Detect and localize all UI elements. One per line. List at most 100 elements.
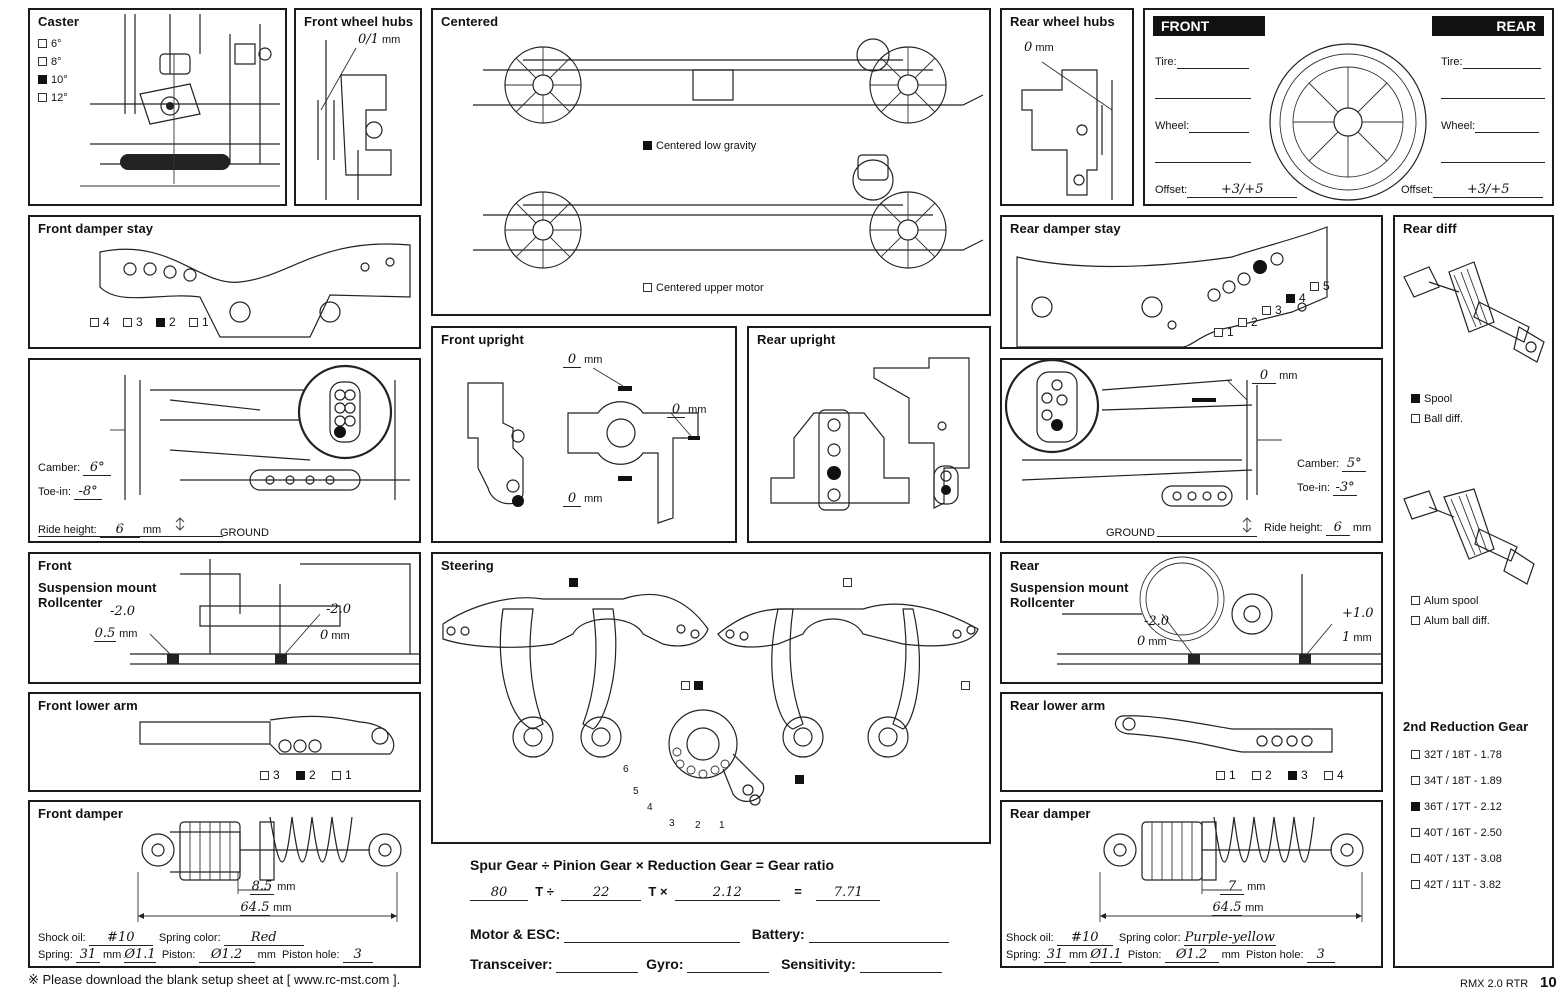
- caster-checkbox[interactable]: [38, 75, 47, 84]
- rear-damper-stay-checkbox[interactable]: [1310, 282, 1319, 291]
- steering-position-number: 1: [719, 820, 725, 831]
- front-alignment-panel: Camber: 6° Toe-in: -8° Ride height: 6 mm…: [28, 358, 421, 543]
- front-lower-arm-checkbox[interactable]: [296, 771, 305, 780]
- diff-checkbox[interactable]: [1411, 414, 1420, 423]
- rear-wheel-row: Wheel:: [1441, 120, 1540, 133]
- caster-title: Caster: [38, 14, 80, 29]
- diff-checkbox[interactable]: [1411, 616, 1420, 625]
- rear-damper-stay-checkbox[interactable]: [1262, 306, 1271, 315]
- rear-damper-stay-checkbox[interactable]: [1214, 328, 1223, 337]
- rear-offset-value: +3/+5: [1433, 182, 1544, 198]
- reduction-option[interactable]: 34T / 18T - 1.89: [1411, 775, 1502, 801]
- diff-label: Spool: [1424, 393, 1453, 405]
- reduction-option[interactable]: 32T / 18T - 1.78: [1411, 749, 1502, 775]
- rear-damper-stay-option[interactable]: 3: [1262, 303, 1282, 317]
- front-lower-arm-option[interactable]: 3: [260, 768, 296, 782]
- rear-damper-stay-option[interactable]: 2: [1238, 315, 1258, 329]
- caster-label: 10°: [51, 74, 68, 86]
- reduction-checkbox[interactable]: [1411, 776, 1420, 785]
- reduction-option[interactable]: 42T / 11T - 3.82: [1411, 879, 1502, 905]
- reduction-checkbox[interactable]: [1411, 854, 1420, 863]
- reduction-checkbox[interactable]: [1411, 802, 1420, 811]
- rear-lower-arm-checkbox[interactable]: [1288, 771, 1297, 780]
- rear-damper-stay-checkbox[interactable]: [1238, 318, 1247, 327]
- front-damper-stay-option[interactable]: 1: [189, 315, 222, 329]
- caster-checkbox[interactable]: [38, 57, 47, 66]
- rear-lower-arm-checkbox[interactable]: [1252, 771, 1261, 780]
- front-damper-stay-checkbox[interactable]: [123, 318, 132, 327]
- front-susp-panel: Front Suspension mount Rollcenter -2.0 0…: [28, 552, 421, 684]
- rear-susp-right-row: 1 mm: [1342, 630, 1372, 645]
- front-banner: FRONT: [1153, 16, 1265, 36]
- front-damper-stay-checkbox[interactable]: [90, 318, 99, 327]
- transceiver-label: Transceiver:: [470, 956, 553, 972]
- steering-right-checkbox[interactable]: [843, 578, 852, 587]
- front-damper-stay-checkbox[interactable]: [156, 318, 165, 327]
- front-lower-arm-checkbox[interactable]: [260, 771, 269, 780]
- rear-lower-arm-label: 4: [1337, 768, 1344, 782]
- reduction-option[interactable]: 36T / 17T - 2.12: [1411, 801, 1502, 827]
- rear-damper-stay-label: 5: [1323, 279, 1330, 293]
- front-damper-stay-checkbox[interactable]: [189, 318, 198, 327]
- caster-checkbox[interactable]: [38, 93, 47, 102]
- reduction-checkbox[interactable]: [1411, 880, 1420, 889]
- tire-wheel-panel: FRONT REAR Tire: Wheel: Offset:+3/+5 Tir…: [1143, 8, 1554, 206]
- steering-position-number: 6: [623, 764, 629, 775]
- diff-checkbox[interactable]: [1411, 394, 1420, 403]
- reduction-option[interactable]: 40T / 16T - 2.50: [1411, 827, 1502, 853]
- front-lower-arm-option[interactable]: 1: [332, 768, 368, 782]
- front-damper-stay-option[interactable]: 3: [123, 315, 156, 329]
- front-lower-arm-option[interactable]: 2: [296, 768, 332, 782]
- reduction-option[interactable]: 40T / 13T - 3.08: [1411, 853, 1502, 879]
- rear-damper-stay-option[interactable]: 4: [1286, 291, 1306, 305]
- rear-lower-arm-label: 1: [1229, 768, 1236, 782]
- centered-upper-option[interactable]: Centered upper motor: [643, 282, 764, 294]
- front-damper-stay-option[interactable]: 2: [156, 315, 189, 329]
- rear-lower-arm-option[interactable]: 2: [1252, 768, 1288, 782]
- front-upright-bottom-unit: mm: [584, 493, 603, 505]
- front-hub-drawing: [296, 10, 424, 208]
- centered-low-checkbox[interactable]: [643, 141, 652, 150]
- front-toe-row: Toe-in: -8°: [38, 484, 103, 500]
- rear-offset-label: Offset:: [1401, 184, 1434, 196]
- front-damper-long: 64.5: [240, 900, 270, 916]
- steering-left-checkbox[interactable]: [569, 578, 578, 587]
- caster-option[interactable]: 8°: [38, 56, 68, 74]
- rear-susp-left-val: 0: [1137, 634, 1146, 649]
- reduction-label: 40T / 13T - 3.08: [1424, 853, 1502, 865]
- front-susp-right-unit: mm: [331, 630, 350, 642]
- rear-banner: REAR: [1432, 16, 1544, 36]
- reduction-checkbox[interactable]: [1411, 828, 1420, 837]
- front-offset-row: Offset:+3/+5: [1155, 182, 1298, 198]
- rear-ride-value: 6: [1325, 520, 1350, 536]
- caster-checkbox[interactable]: [38, 39, 47, 48]
- front-lower-arm-title: Front lower arm: [38, 698, 138, 713]
- caster-option[interactable]: 12°: [38, 92, 68, 110]
- rear-lower-arm-option[interactable]: 4: [1324, 768, 1360, 782]
- rear-ground-label: GROUND: [1106, 527, 1155, 539]
- centered-upper-checkbox[interactable]: [643, 283, 652, 292]
- rear-upright-title: Rear upright: [757, 332, 836, 347]
- caster-option[interactable]: 10°: [38, 74, 68, 92]
- reduction-checkbox[interactable]: [1411, 750, 1420, 759]
- rear-lower-arm-option[interactable]: 1: [1216, 768, 1252, 782]
- diff-option[interactable]: Spool: [1411, 393, 1463, 413]
- rear-upright-panel: Rear upright: [747, 326, 991, 543]
- gear-ratio: 7.71: [816, 885, 881, 901]
- rear-damper-stay-checkbox[interactable]: [1286, 294, 1295, 303]
- diff-checkbox[interactable]: [1411, 596, 1420, 605]
- rear-lower-arm-checkbox[interactable]: [1324, 771, 1333, 780]
- rear-lower-arm-checkbox[interactable]: [1216, 771, 1225, 780]
- diff-option[interactable]: Alum ball diff.: [1411, 615, 1490, 635]
- front-damper-stay-option[interactable]: 4: [90, 315, 123, 329]
- rear-damper-stay-option[interactable]: 5: [1310, 279, 1330, 293]
- rear-damper-stay-option[interactable]: 1: [1214, 325, 1234, 339]
- centered-low-option[interactable]: Centered low gravity: [643, 140, 756, 152]
- battery-label: Battery:: [751, 926, 805, 942]
- rear-susp-drawing: [1002, 554, 1385, 686]
- rear-lower-arm-option[interactable]: 3: [1288, 768, 1324, 782]
- diff-option[interactable]: Ball diff.: [1411, 413, 1463, 433]
- caster-option[interactable]: 6°: [38, 38, 68, 56]
- front-lower-arm-checkbox[interactable]: [332, 771, 341, 780]
- diff-option[interactable]: Alum spool: [1411, 595, 1490, 615]
